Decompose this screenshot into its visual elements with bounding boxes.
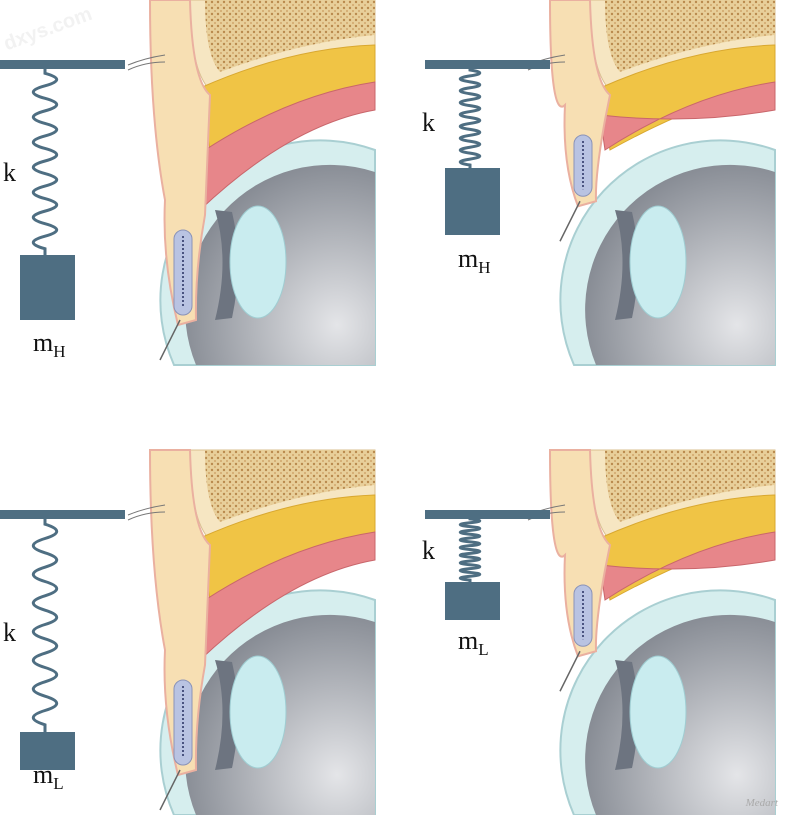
artist-signature: Medart xyxy=(745,797,778,809)
panel-light-open: k mL xyxy=(400,408,800,815)
panel-graphic xyxy=(0,449,376,815)
eyelash xyxy=(159,319,181,361)
lens xyxy=(629,205,687,319)
mass-label: mL xyxy=(458,626,489,660)
spring-coil xyxy=(458,517,482,582)
eyelash xyxy=(559,650,581,692)
ceiling-bar xyxy=(425,60,550,69)
levator-muscle xyxy=(199,531,376,662)
panel-heavy-relaxed: k mH xyxy=(0,0,400,407)
lens xyxy=(229,205,287,319)
mass-block xyxy=(20,732,75,770)
eyelid-skin xyxy=(548,449,612,658)
spring-coil xyxy=(458,67,482,168)
mass-label: mH xyxy=(33,328,66,362)
mass-block xyxy=(445,582,500,620)
mass-label: mH xyxy=(458,244,491,278)
panel-heavy-open: k mH xyxy=(400,0,800,407)
bone-marrow xyxy=(205,0,375,72)
ceiling-bar xyxy=(0,510,125,519)
panel-graphic xyxy=(425,449,776,815)
mass-block xyxy=(20,255,75,320)
bone-marrow xyxy=(605,0,775,72)
spring-coil xyxy=(31,517,59,732)
panel-graphic xyxy=(425,0,776,366)
levator-muscle xyxy=(599,531,776,601)
panel-graphic xyxy=(0,0,376,366)
eyebrow-hair xyxy=(127,504,166,521)
bone-marrow xyxy=(205,450,375,522)
ceiling-bar xyxy=(0,60,125,69)
spring-constant-label: k xyxy=(3,618,16,647)
ceiling-bar xyxy=(425,510,550,519)
mass-block xyxy=(445,168,500,235)
levator-muscle xyxy=(199,81,376,212)
lens xyxy=(629,655,687,769)
spring-constant-label: k xyxy=(3,158,16,187)
spring-coil xyxy=(31,67,59,255)
bone-marrow xyxy=(605,450,775,522)
levator-muscle xyxy=(599,81,776,151)
spring-constant-label: k xyxy=(422,536,435,565)
eyelash xyxy=(559,200,581,242)
eyelash xyxy=(159,769,181,811)
lens xyxy=(229,655,287,769)
eyebrow-hair xyxy=(127,54,166,71)
eyelid-skin xyxy=(548,0,612,208)
spring-constant-label: k xyxy=(422,108,435,137)
panel-light-relaxed: k mL xyxy=(0,408,400,815)
mass-label: mL xyxy=(33,760,64,794)
